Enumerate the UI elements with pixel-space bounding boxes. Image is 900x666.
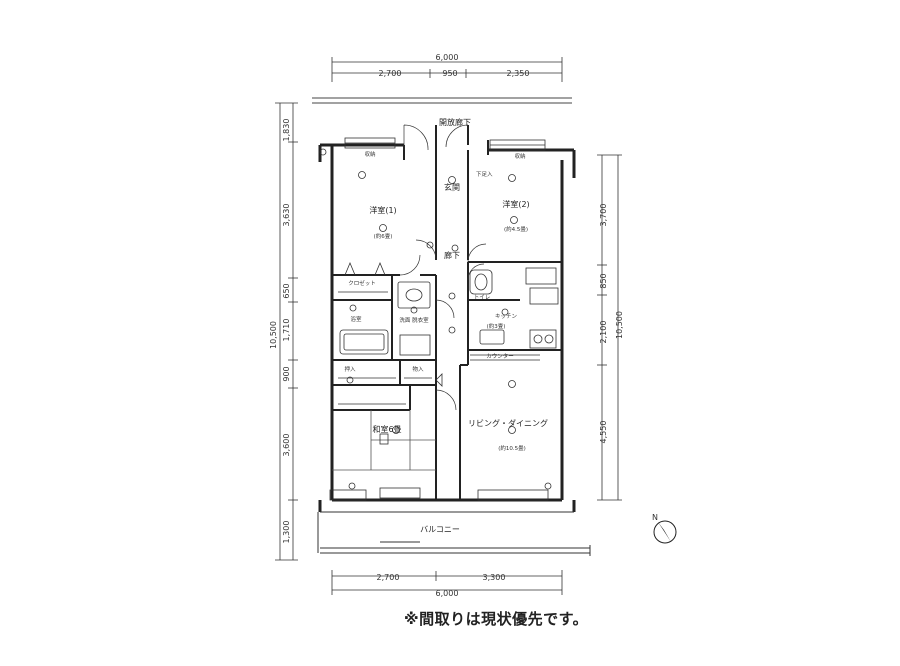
dim-right-2: 850 (599, 273, 608, 288)
dim-left-7: 1,300 (282, 521, 291, 544)
outer-walls (318, 143, 576, 512)
label-western2-size: (約4.5畳) (504, 225, 528, 233)
label-shoe-cabinet: 下足入 (476, 171, 493, 178)
label-shelf-2: 収納 (514, 152, 526, 160)
corridor-band (312, 97, 572, 104)
compass-icon: N (652, 513, 677, 544)
dim-left-5: 900 (282, 366, 291, 381)
dim-top-a: 2,700 (379, 69, 402, 78)
label-western1: 洋室(1) (369, 205, 396, 215)
label-hallway: 廊下 (444, 250, 460, 260)
dim-right-total: 10,500 (615, 311, 624, 339)
balcony (317, 511, 591, 556)
right-dimensions (597, 154, 622, 501)
label-western1-size: (約6畳) (374, 232, 393, 240)
dim-top-b: 950 (442, 69, 457, 78)
door-swings (399, 124, 487, 411)
label-counter: カウンター (486, 352, 514, 360)
dim-right-1: 3,700 (599, 204, 608, 227)
label-shelf-1: 収納 (364, 150, 376, 158)
dim-bottom-a: 2,700 (377, 573, 400, 582)
label-kitchen-size: (約3畳) (487, 322, 506, 330)
compass-north-label: N (652, 513, 658, 522)
top-dimensions (331, 57, 563, 82)
label-oshiire: 押入 (344, 365, 356, 373)
dim-left-6: 3,600 (282, 434, 291, 457)
ceiling-lights (319, 148, 552, 490)
dim-left-3: 650 (282, 283, 291, 298)
bath-fixtures (329, 267, 559, 501)
label-storage: 物入 (412, 365, 424, 373)
bottom-dimensions (331, 570, 563, 595)
label-bath: 浴室 (350, 315, 362, 323)
dim-top-c: 2,350 (507, 69, 530, 78)
label-western2: 洋室(2) (502, 199, 529, 209)
label-closet: クロゼット (348, 279, 376, 287)
label-living-size: (約10.5畳) (498, 444, 526, 452)
label-washroom: 洗面 脱衣室 (399, 316, 429, 324)
dim-bottom-total: 6,000 (436, 589, 459, 598)
label-corridor: 開放廊下 (439, 117, 471, 127)
label-entrance: 玄関 (444, 182, 460, 192)
label-washitsu: 和室6畳 (372, 424, 401, 434)
label-kitchen: キッチン (495, 313, 518, 320)
right-dim-labels: 3,700 850 2,100 4,550 10,500 (599, 204, 624, 444)
dim-top-total: 6,000 (436, 53, 459, 62)
left-dimensions (275, 102, 298, 561)
label-living: リビング・ダイニング (468, 418, 548, 428)
interior-walls (332, 125, 562, 500)
left-dim-labels: 1,830 3,630 650 1,710 900 3,600 1,300 10… (269, 119, 291, 544)
room-labels: 洋室(1) (約6畳) 洋室(2) (約4.5畳) 玄関 下足入 廊下 クロゼッ… (344, 171, 548, 452)
top-windows (344, 137, 546, 151)
layout-note: ※間取りは現状優先です。 (404, 610, 589, 628)
dim-right-4: 4,550 (599, 421, 608, 444)
label-toilet: トイレ (474, 295, 491, 301)
dim-left-1: 1,830 (282, 119, 291, 142)
dim-left-total: 10,500 (269, 321, 278, 349)
dim-bottom-b: 3,300 (483, 573, 506, 582)
dim-right-3: 2,100 (599, 321, 608, 344)
dim-left-4: 1,710 (282, 319, 291, 342)
dim-left-2: 3,630 (282, 204, 291, 227)
tatami (332, 410, 436, 471)
label-balcony: バルコニー (420, 525, 460, 534)
